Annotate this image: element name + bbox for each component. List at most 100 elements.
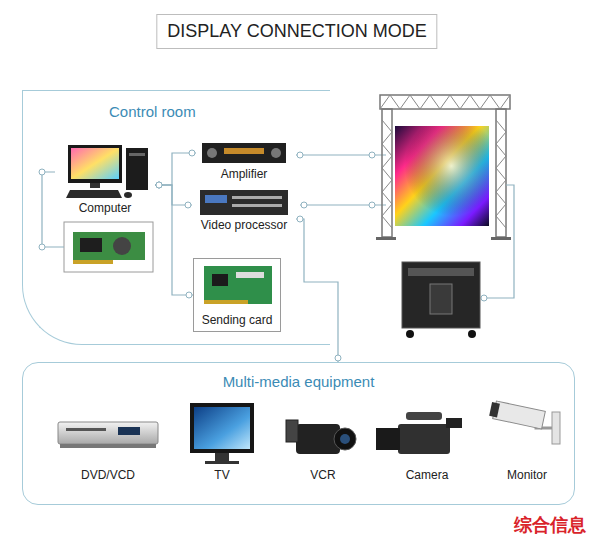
lcd bbox=[205, 195, 227, 203]
truss-lattice bbox=[496, 120, 506, 228]
case-body bbox=[402, 262, 480, 328]
case-panel bbox=[430, 284, 452, 314]
video-processor-node: Video processor bbox=[192, 186, 296, 234]
connector-dot bbox=[156, 182, 162, 188]
device-label: DVD/VCD bbox=[81, 468, 135, 482]
dvd-base bbox=[60, 444, 156, 448]
connector-dot bbox=[301, 202, 307, 208]
truss-foot bbox=[376, 237, 396, 240]
lens-glass bbox=[340, 434, 350, 444]
multimedia-region: Multi-media equipmentDVD/VCD TV VCR Camera M… bbox=[22, 362, 575, 505]
flight-case bbox=[402, 262, 480, 338]
connector-dot bbox=[185, 202, 191, 208]
camera-lens bbox=[376, 428, 400, 450]
video-processor-icon bbox=[200, 190, 288, 215]
cctv-camera bbox=[489, 401, 560, 444]
drive-bay bbox=[129, 153, 145, 156]
graphics-card bbox=[64, 222, 153, 272]
connector-dot bbox=[335, 355, 341, 361]
card-fan bbox=[113, 237, 131, 255]
connector-dot bbox=[297, 216, 303, 222]
connector-dot bbox=[186, 292, 192, 298]
card-chip bbox=[212, 274, 228, 286]
monitor-stand bbox=[90, 183, 100, 188]
buttons bbox=[232, 196, 282, 199]
truss-foot bbox=[491, 237, 511, 240]
truss-lattice bbox=[380, 95, 510, 109]
dvd-node: DVD/VCD bbox=[60, 398, 156, 486]
card-contacts bbox=[73, 260, 113, 264]
camcorder-body bbox=[296, 424, 340, 454]
knob bbox=[207, 148, 217, 158]
processor-body bbox=[200, 190, 288, 215]
connector-dot bbox=[39, 169, 45, 175]
region-heading: Control room bbox=[109, 103, 196, 121]
wall-mount bbox=[552, 412, 560, 444]
device-label: Camera bbox=[406, 468, 449, 482]
dvd-body bbox=[58, 422, 158, 444]
tv-stand bbox=[205, 461, 239, 464]
camcorder bbox=[286, 420, 356, 454]
buttons bbox=[232, 204, 282, 207]
cctv-housing bbox=[493, 401, 546, 429]
sending-card-node: Sending card bbox=[193, 258, 281, 332]
device-label: TV bbox=[214, 468, 229, 482]
truss-leg bbox=[496, 109, 506, 237]
diagram-title: DISPLAY CONNECTION MODE bbox=[156, 14, 437, 49]
card-port bbox=[236, 272, 264, 278]
tv-neck bbox=[215, 453, 229, 461]
device-label: Video processor bbox=[201, 218, 288, 232]
monitor-frame bbox=[68, 145, 122, 183]
case-rim bbox=[408, 268, 474, 276]
wheel bbox=[468, 330, 476, 338]
display bbox=[224, 148, 264, 154]
cable bbox=[42, 172, 64, 247]
tv-set bbox=[190, 403, 254, 464]
mouse bbox=[124, 192, 132, 198]
connector-dot bbox=[189, 150, 195, 156]
disc-slot bbox=[66, 428, 106, 431]
connector bbox=[155, 185, 193, 295]
dvd-player bbox=[58, 422, 158, 448]
pc-tower bbox=[126, 148, 148, 190]
dvd-display bbox=[118, 427, 140, 435]
device-label: Computer bbox=[79, 201, 132, 215]
card-board bbox=[73, 232, 145, 260]
vcr-node: VCR bbox=[280, 398, 366, 486]
device-label: Amplifier bbox=[221, 167, 268, 181]
amplifier-node: Amplifier bbox=[196, 140, 292, 183]
camcorder-screen bbox=[286, 420, 298, 442]
device-label: VCR bbox=[310, 468, 335, 482]
cctv-lens bbox=[489, 402, 500, 417]
device-label: Sending card bbox=[202, 313, 273, 327]
connector-dot bbox=[156, 182, 162, 188]
region-heading: Multi-media equipment bbox=[223, 373, 375, 391]
connector-dot bbox=[39, 244, 45, 250]
monitor-node: Monitor bbox=[484, 398, 570, 486]
camera-body bbox=[398, 424, 450, 454]
camera-node: Camera bbox=[378, 398, 476, 486]
viewfinder bbox=[446, 418, 462, 428]
truss bbox=[376, 95, 511, 240]
watermark: 综合信息 bbox=[514, 513, 586, 537]
tv-screen bbox=[194, 407, 250, 449]
knob bbox=[271, 148, 281, 158]
connector-dot bbox=[369, 202, 375, 208]
truss-lattice bbox=[382, 120, 392, 228]
sending-card-icon bbox=[204, 266, 272, 304]
cable bbox=[484, 185, 514, 298]
camera-handle bbox=[406, 412, 442, 420]
device-label: Monitor bbox=[507, 468, 547, 482]
card-board bbox=[204, 266, 272, 304]
card-contacts bbox=[204, 300, 248, 304]
connector-dot bbox=[156, 182, 162, 188]
led-screen-glow bbox=[395, 126, 489, 226]
monitor-screen bbox=[71, 148, 119, 179]
card-chip bbox=[80, 238, 102, 252]
connector-dot bbox=[481, 295, 487, 301]
wheel bbox=[406, 330, 414, 338]
tv-frame bbox=[190, 403, 254, 453]
keyboard bbox=[66, 190, 122, 198]
connector-dot bbox=[297, 152, 303, 158]
